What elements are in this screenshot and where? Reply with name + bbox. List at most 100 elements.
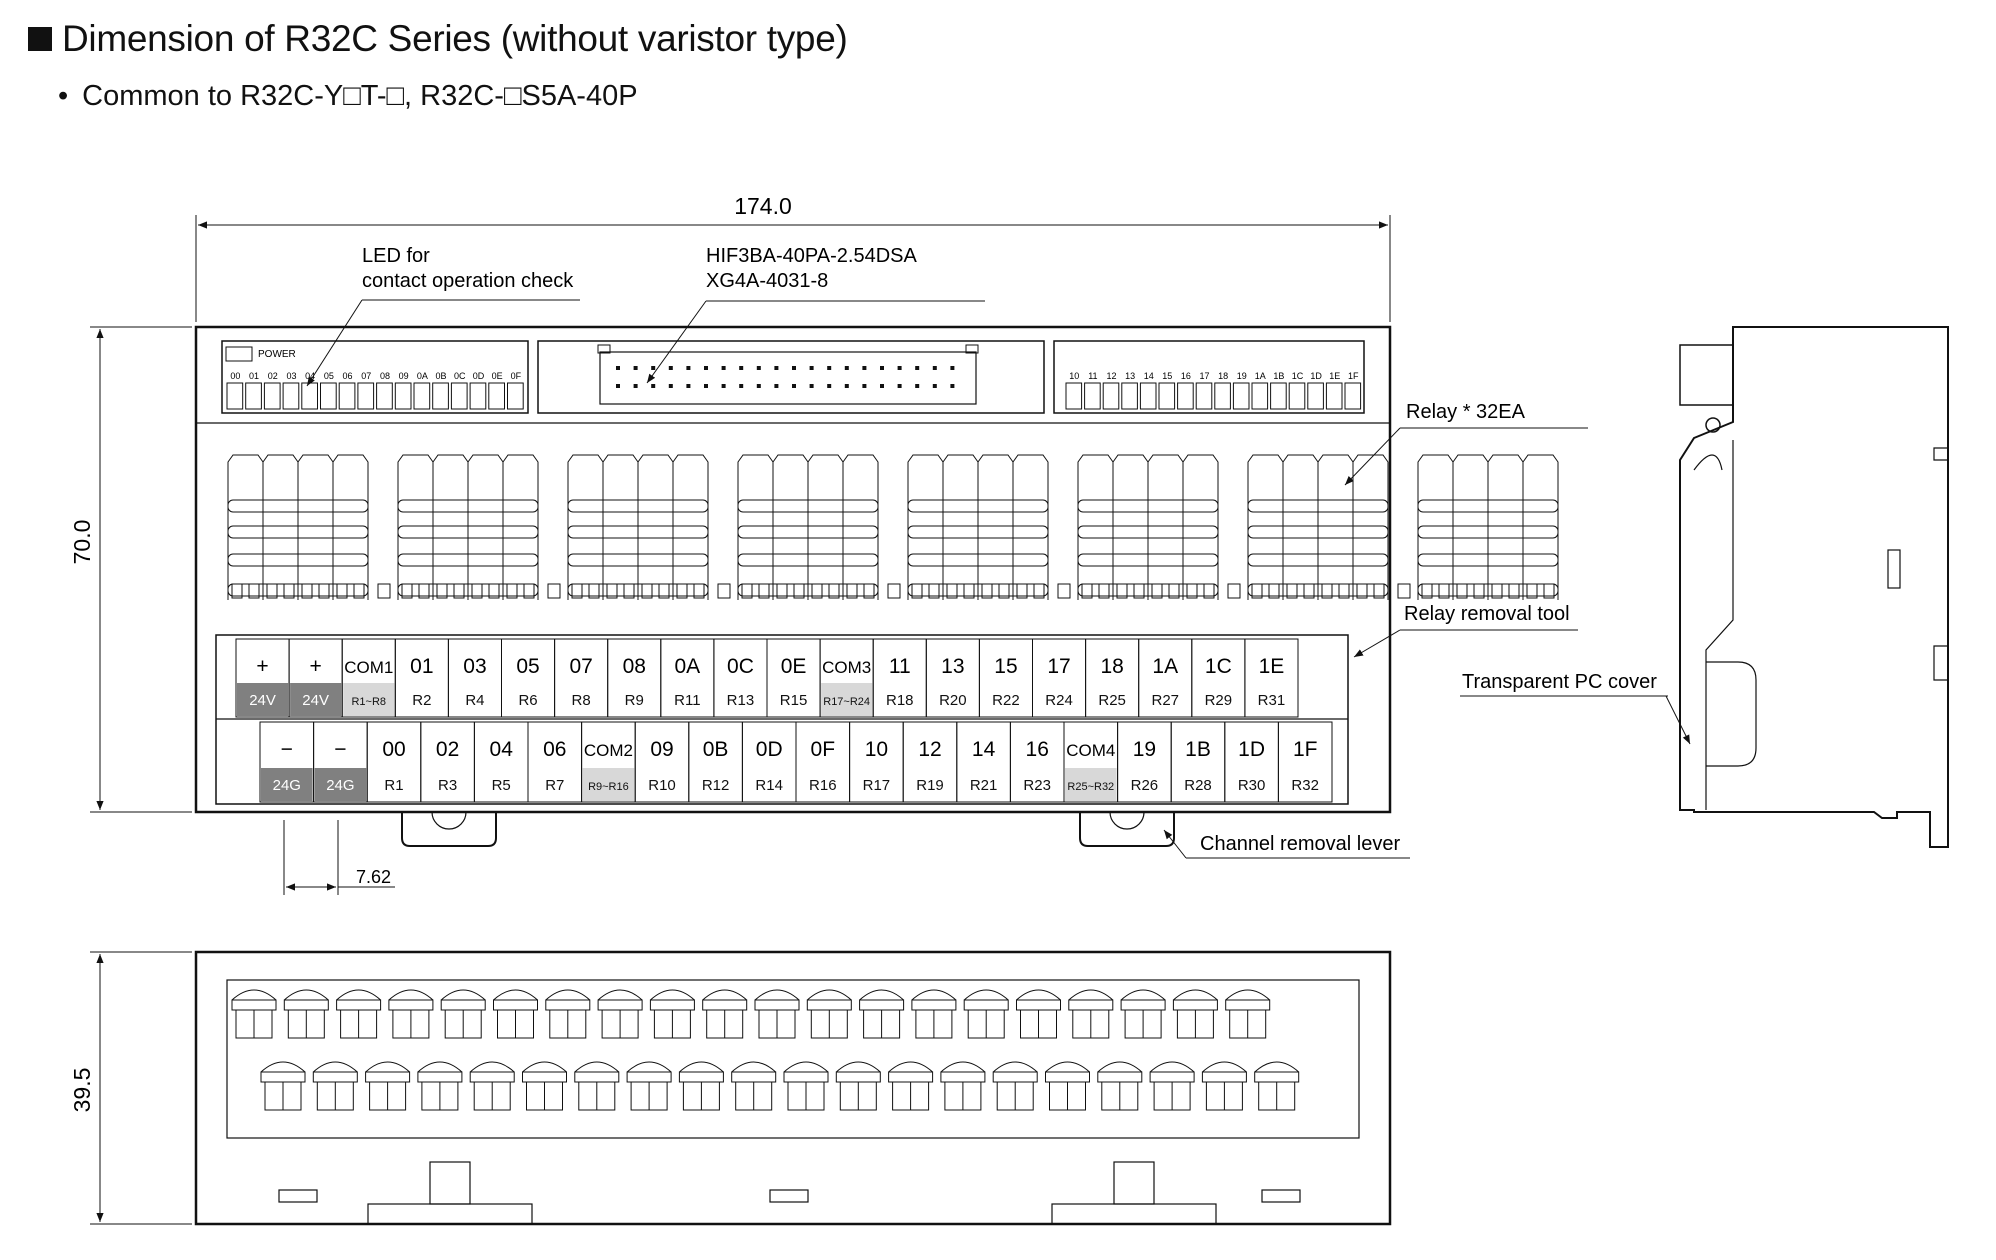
relay-bar — [567, 583, 709, 597]
relay-tool-callout: Relay removal tool — [1404, 603, 1570, 625]
connector-pin — [633, 366, 638, 370]
bottom-slot-2 — [769, 1189, 809, 1203]
screw-body — [493, 999, 538, 1011]
connector-callout-line2: XG4A-4031-8 — [706, 270, 828, 292]
terminal-screw — [835, 1061, 881, 1111]
relay — [1247, 454, 1284, 600]
terminal-screw — [626, 1061, 672, 1111]
terminal-screw — [597, 989, 643, 1039]
led-indicator-01 — [245, 382, 262, 410]
terminal-cell — [1244, 638, 1299, 718]
led-indicator-05 — [320, 382, 337, 410]
terminal-screw — [522, 1061, 567, 1111]
relay-array — [227, 454, 1559, 600]
connector-pin — [686, 384, 691, 388]
screw-head — [231, 989, 277, 1001]
channel-lever-leader — [1163, 829, 1187, 859]
screw-head — [1173, 989, 1218, 1001]
clip-right-knob — [1109, 811, 1145, 830]
led-label-0B: 0B — [436, 371, 447, 381]
relay-bar — [1417, 583, 1559, 597]
screw-body — [754, 999, 800, 1011]
relay-bar — [1077, 499, 1219, 513]
relay-bar — [397, 553, 539, 567]
screw-head — [1016, 989, 1061, 1001]
terminal-channel: R7 — [545, 777, 564, 794]
connector-pin — [633, 384, 638, 388]
clip-right — [1079, 812, 1175, 847]
relay-bar — [737, 583, 879, 597]
top-terminal-[interactable]: +24V — [288, 638, 343, 718]
side-rail-notch-bottom — [1933, 645, 1948, 681]
led-indicator-1B — [1270, 382, 1287, 410]
relay — [332, 454, 369, 600]
relay-bar — [1247, 499, 1389, 513]
led-indicator-08 — [376, 382, 393, 410]
connector-pin — [862, 384, 867, 388]
screw-body — [1201, 1071, 1247, 1083]
connector-pin — [739, 384, 744, 388]
terminal-name: 1B — [1185, 738, 1211, 761]
terminal-name: 02 — [436, 738, 459, 761]
terminal-name: 00 — [382, 738, 405, 761]
terminal-channel: R4 — [465, 692, 484, 709]
terminal-shade — [290, 683, 342, 716]
led-label-04: 04 — [305, 371, 315, 381]
terminal-channel: R32 — [1291, 777, 1319, 794]
relay-bar — [227, 499, 369, 513]
terminal-name: 03 — [463, 655, 486, 678]
terminal-screw — [992, 1061, 1038, 1111]
bottom-slot-3 — [1261, 1189, 1301, 1203]
relay — [672, 454, 709, 600]
relay — [602, 454, 639, 600]
top-terminal-[interactable]: +24V — [235, 638, 290, 718]
led-strip-right — [1053, 340, 1365, 414]
led-label-11: 11 — [1088, 371, 1097, 381]
bottom-terminal-[interactable]: −24G — [259, 721, 315, 803]
bottom-latch-right — [1113, 1161, 1155, 1205]
side-hinge — [1705, 417, 1721, 433]
screw-array — [231, 989, 1300, 1111]
relay-bar — [1247, 525, 1389, 539]
terminal-shade — [821, 683, 873, 716]
terminal-channel: R23 — [1023, 777, 1051, 794]
bottom-terminal-[interactable]: −24G — [313, 721, 368, 803]
relay — [1282, 454, 1319, 600]
